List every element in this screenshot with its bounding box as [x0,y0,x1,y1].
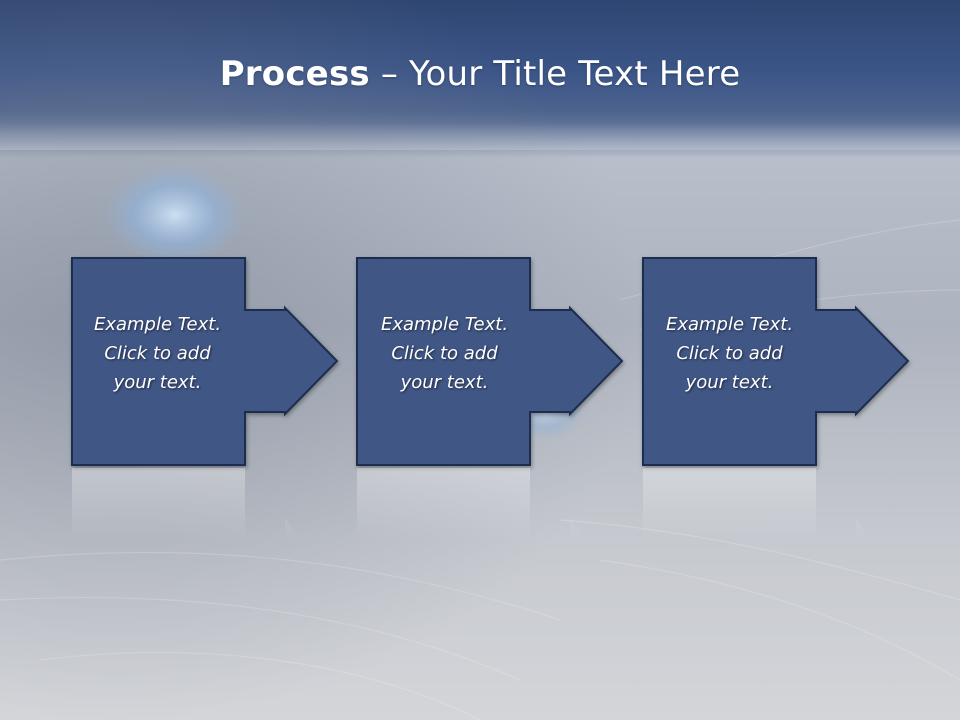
step-1-line-2: Click to add [104,343,211,364]
step-1-text[interactable]: Example Text. Click to add your text. [70,310,245,397]
step-3-line-3: your text. [685,372,774,393]
step-1-reflection [72,468,300,540]
step-3-line-2: Click to add [676,343,783,364]
slide-title[interactable]: Process – Your Title Text Here [0,52,960,96]
step-2-reflection [357,468,585,540]
step-3-text[interactable]: Example Text. Click to add your text. [642,310,817,397]
step-2-line-1: Example Text. [380,314,509,335]
step-1-line-3: your text. [113,372,202,393]
step-3-box-arrow[interactable] [642,257,910,466]
step-1-line-1: Example Text. [93,314,222,335]
step-2-box-arrow[interactable] [356,257,624,466]
process-step-2[interactable] [356,257,624,540]
process-step-1[interactable] [71,257,339,540]
step-3-reflection [643,468,871,540]
process-step-3[interactable] [642,257,910,540]
step-1-box-arrow[interactable] [71,257,339,466]
step-2-line-3: your text. [400,372,489,393]
title-rest: – Your Title Text Here [369,54,741,94]
step-3-line-1: Example Text. [665,314,794,335]
step-2-text[interactable]: Example Text. Click to add your text. [357,310,532,397]
step-2-line-2: Click to add [391,343,498,364]
title-bold: Process [219,54,370,94]
